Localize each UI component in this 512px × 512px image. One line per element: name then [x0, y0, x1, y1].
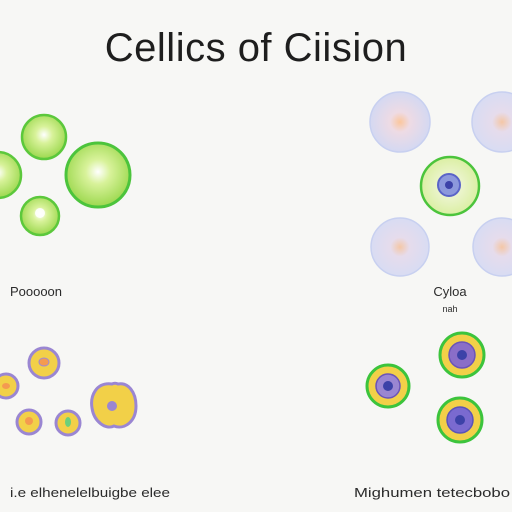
green-cell — [20, 113, 68, 161]
top-left-label: Pooooon — [10, 284, 62, 299]
yellow-cell-nucleus — [65, 417, 71, 427]
ring-cell-group — [365, 331, 486, 444]
ring-cell-core — [457, 350, 467, 360]
yellow-cell-nucleus — [2, 383, 10, 389]
yellow-cell-nucleus — [25, 417, 33, 425]
blue-cell — [369, 91, 431, 153]
page-title: Cellics of Ciision — [104, 26, 408, 70]
center-cell-nucleolus — [445, 181, 453, 189]
yellow-cell-group — [0, 346, 138, 437]
top-right-sublabel: nah — [442, 304, 457, 314]
ring-cell-core — [383, 381, 393, 391]
blue-cell — [471, 91, 512, 153]
blue-cell — [472, 217, 512, 277]
bottom-left-label: i.e elhenelelbuigbe elee — [10, 485, 170, 500]
green-cell — [64, 141, 132, 209]
blue-cell — [370, 217, 430, 277]
green-cell-group — [0, 113, 132, 237]
green-cell — [0, 150, 23, 200]
blue-cell-group — [369, 91, 512, 277]
ring-cell-core — [455, 415, 465, 425]
green-cell-nucleus — [35, 208, 45, 218]
yellow-cell-nucleus — [107, 401, 117, 411]
bottom-right-label: Mighumen tetecbobo — [354, 485, 510, 500]
yellow-cell-nucleus — [38, 357, 50, 367]
top-right-label: Cyloa — [433, 284, 467, 299]
